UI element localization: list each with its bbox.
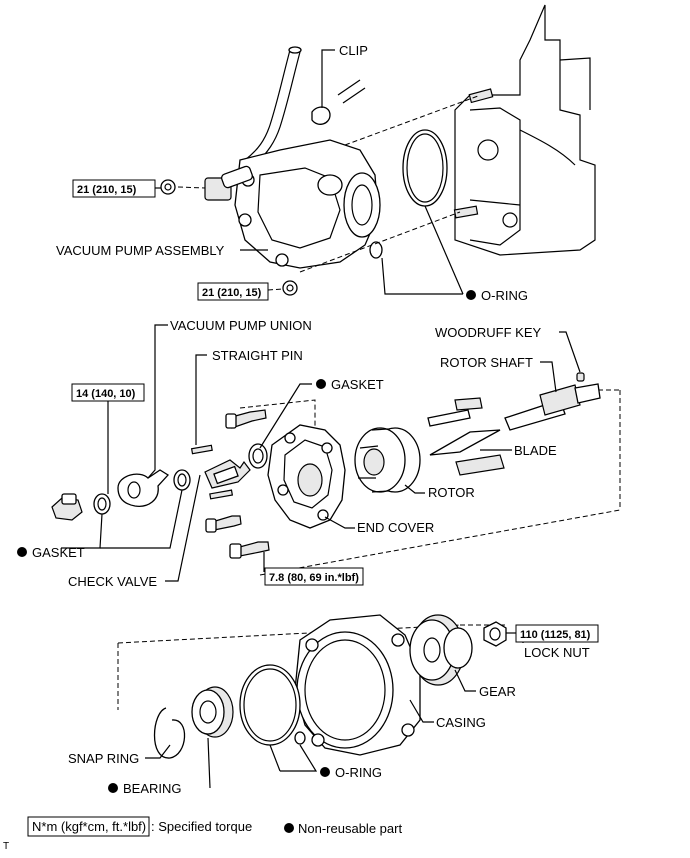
blades [427,397,505,476]
label-gear: GEAR [479,684,516,699]
vacuum-pump-union [117,469,170,507]
label-vacuum-pump-union: VACUUM PUMP UNION [170,318,312,333]
torque-box-2: 21 (210, 15) [197,282,269,301]
bolt-mid-1 [225,409,267,429]
o-ring-small-bottom [294,731,306,745]
label-snap-ring: SNAP RING [68,751,139,766]
rotor [354,427,421,493]
alignment-lines-top [177,95,479,291]
alignment-lines-mid [239,389,621,576]
engine-block [454,4,596,256]
nonreusable-dot [466,290,476,300]
svg-text:21 (210, 15): 21 (210, 15) [77,184,137,196]
label-end-cover: END COVER [357,520,434,535]
label-casing: CASING [436,715,486,730]
straight-pin-1 [190,444,213,455]
label-o-ring-top: O-RING [481,288,528,303]
svg-text:7.8 (80, 69 in.*lbf): 7.8 (80, 69 in.*lbf) [269,572,359,584]
casing [294,614,421,756]
legend-torque-desc: : Specified torque [151,819,252,834]
o-ring-large-bottom [239,664,301,746]
label-woodruff-key: WOODRUFF KEY [435,325,541,340]
svg-text:21 (210, 15): 21 (210, 15) [202,287,262,299]
nonreusable-dot [316,379,326,389]
torque-box-4: 7.8 (80, 69 in.*lbf) [264,567,364,586]
snap-ring [153,707,186,759]
vacuum-pump-assembly [204,139,381,296]
legend-torque-box [27,816,150,837]
gear [409,614,473,686]
lock-nut [483,621,507,647]
gasket-check-valve [173,469,191,491]
legend-nonreusable: Non-reusable part [298,821,402,836]
label-gasket-mid: GASKET [331,377,384,392]
bearing [191,686,234,738]
check-valve [204,459,251,489]
label-bearing: BEARING [123,781,182,796]
label-o-ring-bottom: O-RING [335,765,382,780]
label-rotor-shaft: ROTOR SHAFT [440,355,533,370]
label-rotor: ROTOR [428,485,475,500]
stud-bolts [453,88,494,219]
end-cover [267,424,346,529]
straight-pin-2 [209,489,234,500]
leader-lines-top [240,49,464,295]
o-ring-small-top [369,241,383,259]
nonreusable-dot [17,547,27,557]
clip [311,79,366,125]
rotor-shaft [504,372,601,431]
label-clip: CLIP [339,43,368,58]
svg-text:14 (140, 10): 14 (140, 10) [76,388,136,400]
nonreusable-dot [108,783,118,793]
label-check-valve: CHECK VALVE [68,574,157,589]
torque-box-5: 110 (1125, 81) [515,624,599,643]
o-ring-large-top [402,129,448,207]
label-blade: BLADE [514,443,557,458]
woodruff-key [576,372,585,382]
label-straight-pin: STRAIGHT PIN [212,348,303,363]
leader-lines-mid [61,324,581,582]
bolt-mid-3 [229,541,270,559]
bolt-mid-2 [205,515,242,533]
gasket-ring-mid [248,443,268,469]
alignment-lines-bottom [117,624,505,710]
label-lock-nut: LOCK NUT [524,645,590,660]
svg-text:110 (1125, 81): 110 (1125, 81) [520,629,591,641]
plug-bolt [51,493,83,521]
legend-dot [284,823,294,833]
legend: N*m (kgf*cm, ft.*lbf) : Specified torque… [27,816,402,837]
corner-mark: T [3,841,9,852]
gasket-washer-left [93,493,111,515]
bolt-top-1 [160,179,176,195]
torque-box-3: 14 (140, 10) [71,383,145,402]
torque-box-1: 21 (210, 15) [72,179,161,198]
legend-torque-units: N*m (kgf*cm, ft.*lbf) [32,819,146,834]
nonreusable-dot [320,767,330,777]
label-vacuum-pump-assembly: VACUUM PUMP ASSEMBLY [56,243,225,258]
leader-lines-bottom [145,632,524,789]
label-gasket-left: GASKET [32,545,85,560]
